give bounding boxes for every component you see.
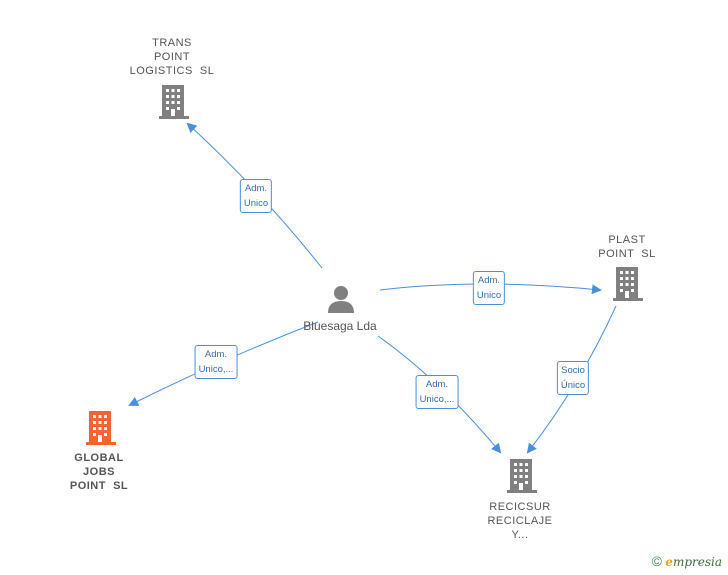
person-icon[interactable] (326, 284, 356, 314)
brand-initial: e (665, 555, 673, 569)
building-icon[interactable] (158, 84, 190, 120)
node-label-trans-point[interactable]: TRANS POINT LOGISTICS SL (129, 37, 215, 77)
node-label-global-jobs[interactable]: GLOBAL JOBS POINT SL (69, 452, 129, 492)
node-label-plast-point[interactable]: PLAST POINT SL (598, 234, 656, 260)
relation-badge-global[interactable]: Adm. Unico,... (194, 345, 238, 379)
building-icon[interactable] (506, 458, 538, 494)
node-label-recicsur[interactable]: RECICSUR RECICLAJE Y... (487, 501, 553, 541)
relation-badge-recicsur[interactable]: Adm. Unico,... (415, 375, 459, 409)
copyright-symbol: © (651, 553, 662, 569)
relation-badge-trans[interactable]: Adm. Unico (239, 179, 273, 213)
building-icon-highlighted[interactable] (85, 410, 117, 446)
footer-brand: © empresia (652, 553, 722, 569)
relation-badge-plast[interactable]: Adm. Unico (472, 271, 506, 305)
node-label-person[interactable]: Bluesaga Lda (303, 319, 377, 333)
relation-badge-plast-recicsur[interactable]: Socio Único (556, 361, 590, 395)
building-icon[interactable] (612, 266, 644, 302)
brand-name: mpresia (672, 555, 722, 569)
